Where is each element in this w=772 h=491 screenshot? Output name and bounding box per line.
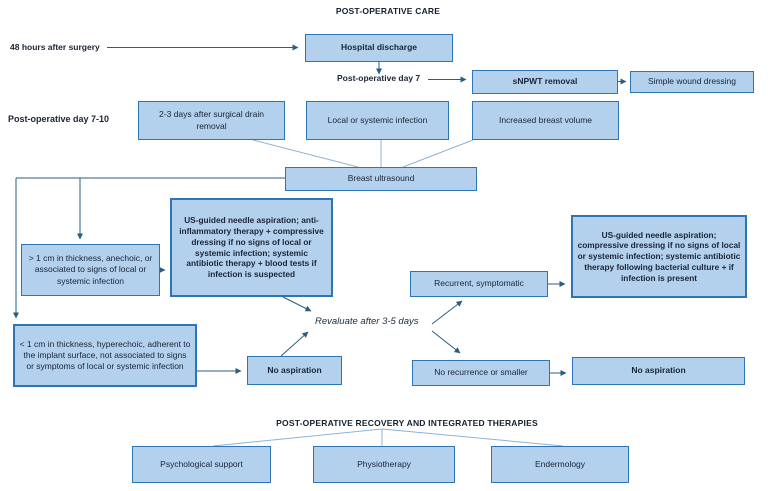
bottom-section-title: POST-OPERATIVE RECOVERY AND INTEGRATED T…: [276, 418, 538, 428]
node-no-aspiration-left: No aspiration: [247, 356, 342, 385]
node-us-guided-aspiration-left: US-guided needle aspiration; anti-inflam…: [170, 198, 333, 297]
label-post-operative-day-7-10: Post-operative day 7-10: [8, 114, 110, 124]
label-post-operative-day-7: Post-operative day 7: [337, 73, 421, 83]
node-hospital-discharge: Hospital discharge: [305, 34, 453, 62]
top-section-title: POST-OPERATIVE CARE: [335, 6, 441, 16]
node-physiotherapy: Physiotherapy: [313, 446, 455, 483]
node-psychological-support: Psychological support: [132, 446, 271, 483]
node-breast-ultrasound: Breast ultrasound: [285, 167, 477, 191]
node-drain-removal: 2-3 days after surgical drain removal: [138, 101, 285, 140]
node-lt-1cm-criteria: < 1 cm in thickness, hyperechoic, adhere…: [13, 324, 197, 387]
node-local-systemic-infection: Local or systemic infection: [306, 101, 449, 140]
label-48-hours-after-surgery: 48 hours after surgery: [10, 42, 100, 52]
node-simple-wound-dressing: Simple wound dressing: [630, 71, 754, 93]
node-recurrent-symptomatic: Recurrent, symptomatic: [410, 271, 548, 297]
node-increased-breast-volume: Increased breast volume: [472, 101, 619, 140]
label-revaluate-after-3-5-days: Revaluate after 3-5 days: [315, 316, 419, 327]
node-no-aspiration-right: No aspiration: [572, 357, 745, 385]
node-us-guided-aspiration-right: US-guided needle aspiration; compressive…: [571, 215, 747, 298]
node-no-recurrence-or-smaller: No recurrence or smaller: [412, 360, 550, 386]
node-endermology: Endermology: [491, 446, 629, 483]
node-gt-1cm-criteria: > 1 cm in thickness, anechoic, or associ…: [21, 244, 160, 296]
node-snpwt-removal: sNPWT removal: [472, 70, 618, 94]
